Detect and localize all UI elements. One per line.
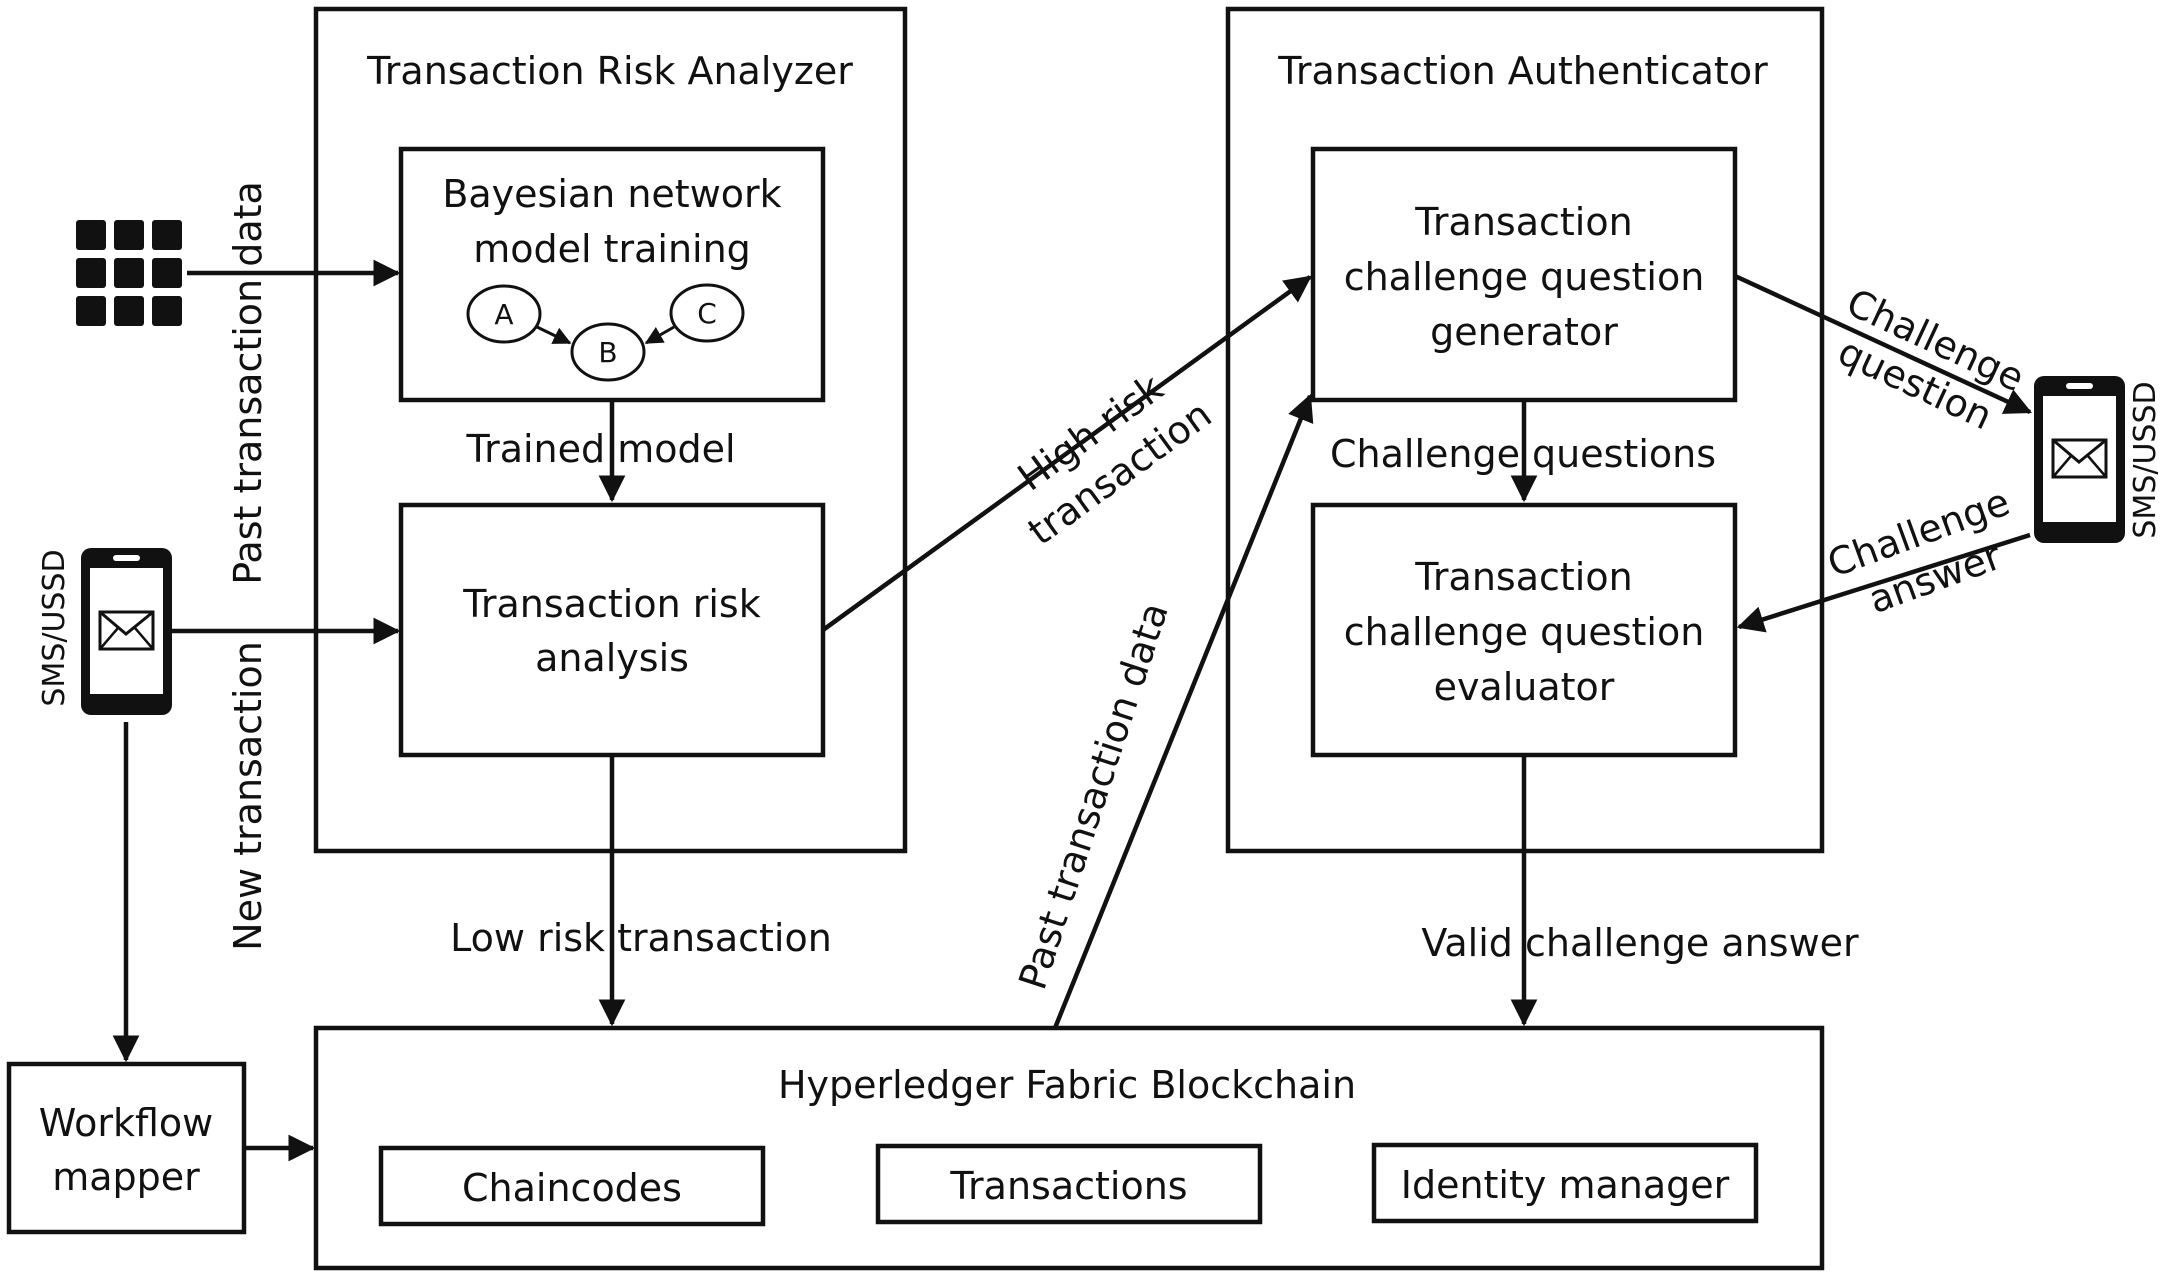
mobile-phone-left-icon [81, 548, 172, 715]
bayesian-network-graphic: A B C [466, 283, 745, 382]
chaincodes-label: Chaincodes [462, 1166, 682, 1210]
bn-edge-a-b [536, 325, 572, 345]
authenticator-title: Transaction Authenticator [1277, 49, 1768, 93]
edge-high-risk-transaction [821, 275, 1312, 632]
risk-analysis-frame [398, 502, 826, 758]
identity-manager-label: Identity manager [1401, 1163, 1730, 1207]
risk-analysis-label-line1: Transaction risk [462, 582, 760, 626]
bn-node-b-label: B [598, 336, 617, 369]
edge-challenge-question [1734, 273, 2033, 415]
sms-ussd-left-label: SMS/USSD [37, 549, 72, 706]
authenticator-module: Transaction Authenticator Transaction ch… [1225, 6, 1825, 854]
workflow-mapper-line2: mapper [52, 1155, 200, 1199]
workflow-mapper-frame [6, 1061, 247, 1235]
sms-ussd-right-label: SMS/USSD [2128, 381, 2163, 538]
question-evaluator-line1: Transaction [1414, 555, 1632, 599]
bn-training-label-line1: Bayesian network [442, 172, 781, 216]
workflow-mapper-box: Workflow mapper [6, 1061, 247, 1235]
blockchain-title: Hyperledger Fabric Blockchain [778, 1063, 1356, 1107]
bn-node-c [669, 283, 745, 343]
question-generator-line2: challenge question [1344, 255, 1705, 299]
bn-training-box: Bayesian network model training A B C [398, 146, 826, 403]
low-risk-label: Low risk transaction [450, 916, 832, 960]
bn-node-a [466, 284, 542, 344]
transactions-box [875, 1143, 1263, 1225]
risk-analyzer-module: Transaction Risk Analyzer Bayesian netwo… [313, 6, 908, 854]
workflow-mapper-line1: Workflow [39, 1101, 214, 1145]
high-risk-label-group: High risk transaction [1010, 365, 1220, 553]
trained-model-label: Trained model [465, 427, 735, 471]
blockchain-module: Hyperledger Fabric Blockchain Chaincodes… [313, 1025, 1825, 1271]
past-transaction-data-left-label: Past transaction data [226, 181, 270, 585]
envelope-icon-left [98, 610, 155, 651]
question-evaluator-line2: challenge question [1344, 610, 1705, 654]
bn-node-a-label: A [494, 298, 513, 331]
transactions-label: Transactions [949, 1164, 1187, 1208]
edge-challenge-answer [1736, 532, 2031, 633]
bn-edge-c-b [644, 325, 675, 345]
question-evaluator-line3: evaluator [1434, 665, 1615, 709]
envelope-icon-right [2051, 438, 2108, 479]
challenge-answer-label-group: Challenge answer [1822, 480, 2016, 622]
identity-manager-box [1371, 1142, 1759, 1224]
question-generator-line1: Transaction [1414, 200, 1632, 244]
bn-training-label-line2: model training [473, 227, 751, 271]
chaincodes-box [378, 1145, 766, 1227]
blockchain-frame [313, 1025, 1825, 1271]
bn-node-c-label: C [697, 297, 717, 330]
grid-database-icon [76, 220, 182, 326]
question-evaluator-box: Transaction challenge question evaluator [1310, 502, 1738, 758]
challenge-questions-label: Challenge questions [1330, 432, 1716, 476]
new-transaction-label: New transaction [226, 641, 270, 951]
edge-past-transaction-data-mid [1052, 393, 1314, 1029]
risk-analyzer-title: Transaction Risk Analyzer [366, 49, 853, 93]
valid-answer-label: Valid challenge answer [1421, 921, 1859, 965]
mobile-phone-right-icon [2034, 376, 2125, 543]
risk-analysis-box: Transaction risk analysis [398, 502, 826, 758]
bn-node-b [570, 322, 646, 382]
question-generator-box: Transaction challenge question generator [1310, 146, 1738, 403]
risk-analysis-label-line2: analysis [535, 636, 689, 680]
question-generator-line3: generator [1430, 310, 1618, 354]
